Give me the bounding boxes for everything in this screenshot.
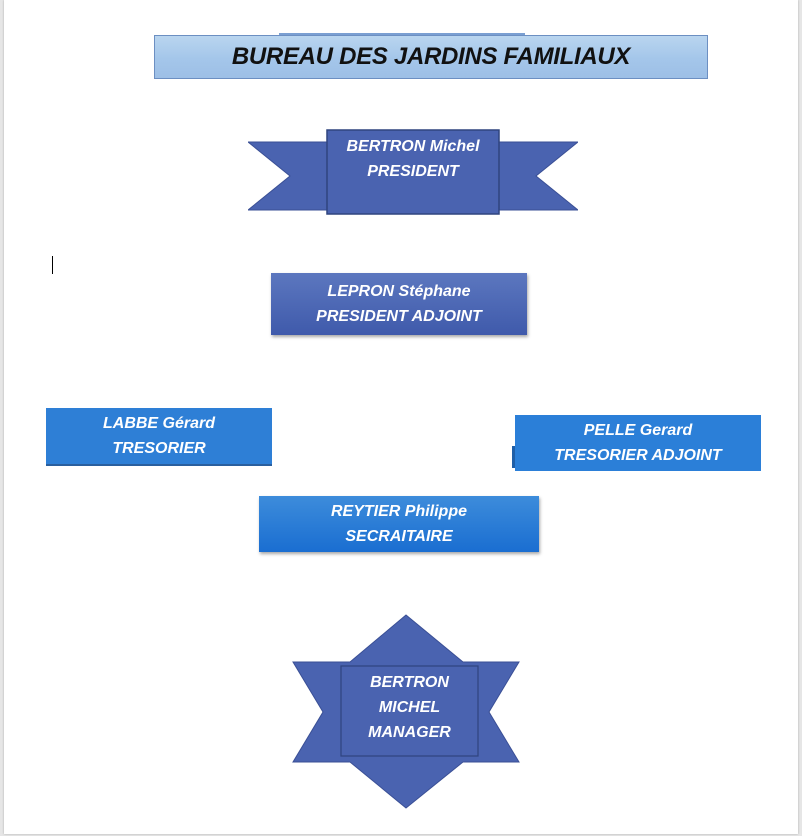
manager-star-shape bbox=[292, 614, 520, 809]
secretary-card: REYTIER Philippe SECRAITAIRE bbox=[259, 496, 539, 552]
president-card: BERTRON Michel PRESIDENT bbox=[327, 134, 499, 184]
secretary-role: SECRAITAIRE bbox=[345, 528, 453, 545]
treasurer-card: LABBE Gérard TRESORIER bbox=[46, 408, 272, 466]
vice-president-name: LEPRON Stéphane bbox=[327, 283, 471, 300]
secretary-name: REYTIER Philippe bbox=[330, 503, 467, 520]
assistant-treasurer-name: PELLE Gerard bbox=[583, 422, 693, 439]
treasurer-role: TRESORIER bbox=[112, 440, 206, 457]
treasurer-name: LABBE Gérard bbox=[102, 415, 216, 432]
text-cursor bbox=[52, 256, 53, 274]
page-title: BUREAU DES JARDINS FAMILIAUX bbox=[231, 43, 631, 70]
president-ribbon-shape bbox=[248, 129, 578, 215]
manager-line-1: BERTRON bbox=[370, 674, 449, 691]
manager-card: BERTRON MICHEL MANAGER bbox=[341, 670, 478, 745]
document-page: BUREAU DES JARDINS FAMILIAUX BERTRON Mic… bbox=[4, 0, 798, 834]
title-decoration-line bbox=[279, 33, 525, 35]
assistant-treasurer-tab bbox=[512, 446, 516, 468]
assistant-treasurer-role: TRESORIER ADJOINT bbox=[554, 447, 722, 464]
assistant-treasurer-card: PELLE Gerard TRESORIER ADJOINT bbox=[515, 415, 761, 471]
president-name: BERTRON Michel bbox=[346, 138, 480, 155]
vice-president-role: PRESIDENT ADJOINT bbox=[316, 308, 482, 325]
vice-president-card: LEPRON Stéphane PRESIDENT ADJOINT bbox=[271, 273, 527, 335]
manager-line-3: MANAGER bbox=[368, 724, 451, 741]
president-role: PRESIDENT bbox=[367, 163, 459, 180]
title-banner: BUREAU DES JARDINS FAMILIAUX bbox=[154, 35, 708, 79]
manager-line-2: MICHEL bbox=[378, 699, 441, 716]
